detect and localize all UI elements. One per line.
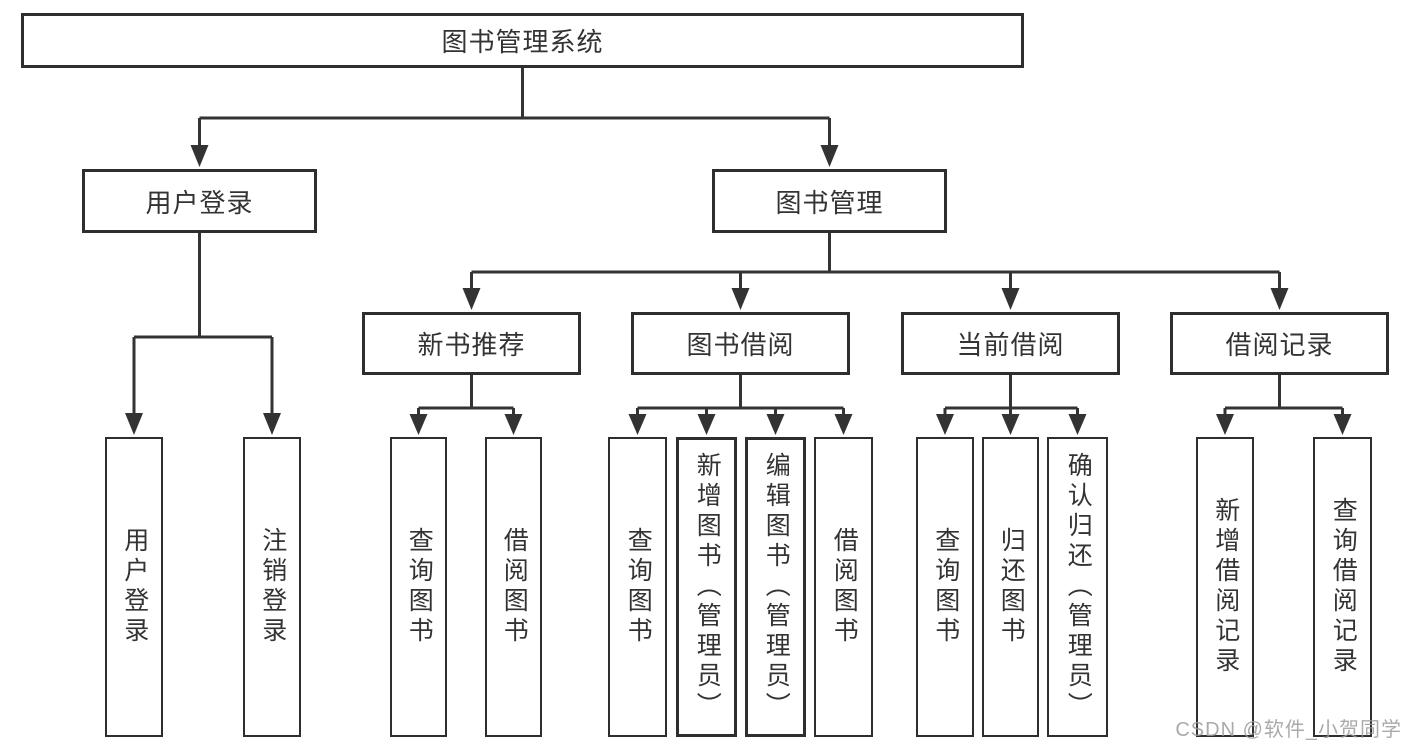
leaf-logout-label: 注销登录	[258, 527, 287, 647]
node-book-borrow-label: 图书借阅	[686, 330, 795, 360]
arrowheads	[125, 145, 1352, 435]
node-book-borrow: 图书借阅	[631, 312, 850, 375]
leaf-user-login: 用户登录	[105, 437, 163, 737]
leaf-return-books: 归还图书	[982, 437, 1039, 737]
leaf-query-books-current: 查询图书	[916, 437, 974, 737]
node-user-login: 用户登录	[82, 169, 317, 233]
leaf-query-books-recommend: 查询图书	[390, 437, 447, 737]
node-book-management-label: 图书管理	[775, 187, 884, 218]
leaf-logout: 注销登录	[243, 437, 301, 737]
node-new-book-recommend: 新书推荐	[362, 312, 581, 375]
leaf-confirm-return-admin: 确认归还（管理员）	[1047, 437, 1108, 737]
csdn-watermark: CSDN @软件_小贺同学	[1175, 719, 1402, 741]
leaf-query-books-borrow: 查询图书	[608, 437, 667, 737]
node-current-borrow-label: 当前借阅	[956, 330, 1065, 360]
leaf-borrow-books-label: 借阅图书	[830, 527, 859, 647]
leaf-add-books-admin: 新增图书（管理员）	[676, 437, 737, 737]
node-root: 图书管理系统	[21, 13, 1024, 68]
leaf-borrow-books: 借阅图书	[814, 437, 873, 737]
leaf-borrow-books-recommend: 借阅图书	[485, 437, 542, 737]
leaf-return-books-label: 归还图书	[997, 527, 1026, 647]
leaf-confirm-return-admin-label: 确认归还（管理员）	[1064, 452, 1093, 722]
node-borrow-records-label: 借阅记录	[1225, 330, 1334, 360]
leaf-query-books-borrow-label: 查询图书	[624, 527, 653, 647]
node-new-book-recommend-label: 新书推荐	[417, 330, 526, 360]
node-borrow-records: 借阅记录	[1170, 312, 1389, 375]
leaf-query-borrow-record-label: 查询借阅记录	[1329, 497, 1358, 677]
leaf-query-books-recommend-label: 查询图书	[405, 527, 434, 647]
node-root-label: 图书管理系统	[441, 27, 604, 57]
leaf-query-books-current-label: 查询图书	[931, 527, 960, 647]
leaf-user-login-label: 用户登录	[120, 527, 149, 647]
leaf-edit-books-admin: 编辑图书（管理员）	[745, 437, 806, 737]
leaf-add-borrow-record: 新增借阅记录	[1196, 437, 1254, 737]
leaf-edit-books-admin-label: 编辑图书（管理员）	[762, 452, 791, 722]
node-book-management: 图书管理	[712, 169, 947, 233]
leaf-add-borrow-record-label: 新增借阅记录	[1211, 497, 1240, 677]
leaf-add-books-admin-label: 新增图书（管理员）	[693, 452, 722, 722]
leaf-borrow-books-recommend-label: 借阅图书	[500, 527, 529, 647]
leaf-query-borrow-record: 查询借阅记录	[1313, 437, 1372, 737]
node-current-borrow: 当前借阅	[901, 312, 1120, 375]
node-user-login-label: 用户登录	[145, 187, 254, 218]
